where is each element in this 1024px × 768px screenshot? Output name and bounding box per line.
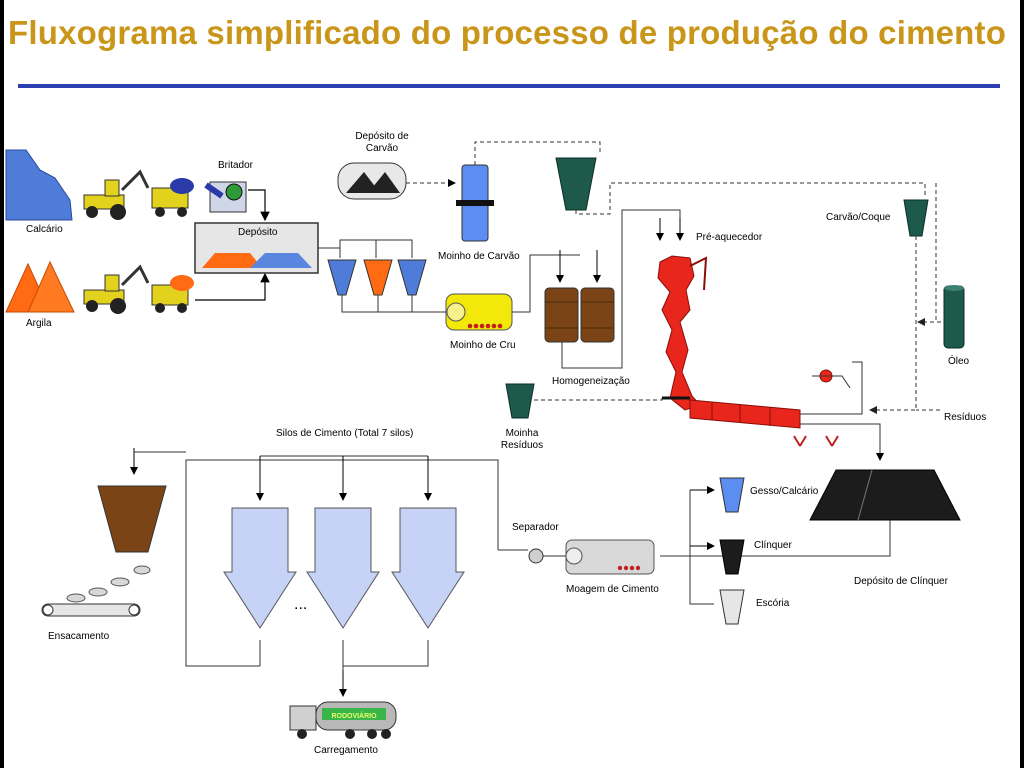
label-moinho-carvao: Moinho de Carvão (438, 251, 520, 262)
coal-deposit-icon (337, 162, 407, 200)
label-argila: Argila (26, 318, 52, 329)
cement-silo (223, 507, 297, 629)
coal-mill-icon (456, 164, 494, 242)
raw-material-hopper (327, 259, 357, 296)
label-clinquer: Clínquer (754, 540, 792, 551)
preheater-tower (657, 255, 708, 411)
truck-label: RODOVIÁRIO (331, 711, 377, 720)
clay-pile-icon (5, 260, 75, 313)
title-underline (18, 84, 1000, 88)
limestone-pile-icon (5, 149, 73, 221)
waste-fines-hopper (505, 383, 535, 419)
separator-icon (528, 548, 566, 564)
rotary-kiln (662, 396, 801, 429)
homogenization-silo (580, 287, 615, 343)
raw-material-hopper (397, 259, 427, 296)
dump-truck-icon (151, 275, 194, 313)
deposit-box (194, 222, 319, 274)
excavator-icon (83, 169, 150, 220)
label-ellipsis: ... (294, 596, 308, 613)
page-title: Fluxograma simplificado do processo de p… (8, 14, 1007, 51)
coal-hopper (555, 157, 597, 211)
label-carregamento: Carregamento (314, 745, 378, 756)
cement-silo (391, 507, 465, 629)
crusher-icon (204, 181, 247, 213)
left-border (0, 0, 4, 768)
cement-tanker-truck-icon: RODOVIÁRIO (289, 701, 397, 739)
label-pre-aquecedor: Pré-aquecedor (696, 232, 763, 243)
bag-conveyor-icon (41, 565, 151, 617)
label-deposito-carvao: Depósito de Carvão (355, 131, 409, 154)
label-moinho-cru: Moinho de Cru (450, 340, 516, 351)
label-escoria: Escória (756, 598, 790, 609)
kiln-burner-icon (800, 361, 863, 415)
homogenization-silo (544, 287, 579, 343)
label-carvao-coque: Carvão/Coque (826, 212, 891, 223)
clinker-hopper (719, 539, 745, 575)
label-gesso-calcario: Gesso/Calcário (750, 486, 819, 497)
gypsum-limestone-hopper (719, 477, 745, 513)
label-residuos: Resíduos (944, 412, 987, 423)
cement-silo (306, 507, 380, 629)
right-border (1020, 0, 1024, 768)
label-homogeneizacao: Homogeneização (552, 376, 630, 387)
label-moagem-cimento: Moagem de Cimento (566, 584, 659, 595)
bagging-hopper (97, 485, 167, 553)
label-ensacamento: Ensacamento (48, 631, 110, 642)
raw-mill-icon (445, 293, 513, 331)
cement-mill-icon (565, 539, 655, 575)
slag-hopper (719, 589, 745, 625)
label-calcario: Calcário (26, 224, 63, 235)
excavator-icon (83, 264, 150, 314)
label-deposito-clinquer: Depósito de Clínquer (854, 576, 948, 587)
label-britador: Britador (218, 160, 254, 171)
kiln-support-icon (793, 435, 839, 447)
label-deposito: Depósito (238, 227, 278, 238)
raw-material-hopper (363, 259, 393, 296)
label-separador: Separador (512, 522, 559, 533)
label-silos-cimento: Silos de Cimento (Total 7 silos) (276, 428, 414, 439)
label-oleo: Óleo (948, 356, 970, 367)
dump-truck-icon (151, 178, 194, 217)
clinker-deposit-icon (809, 469, 961, 521)
coal-coke-hopper (903, 199, 929, 237)
label-moinha-residuos: Moinha Resíduos (500, 428, 544, 451)
oil-tank-icon (943, 285, 965, 349)
